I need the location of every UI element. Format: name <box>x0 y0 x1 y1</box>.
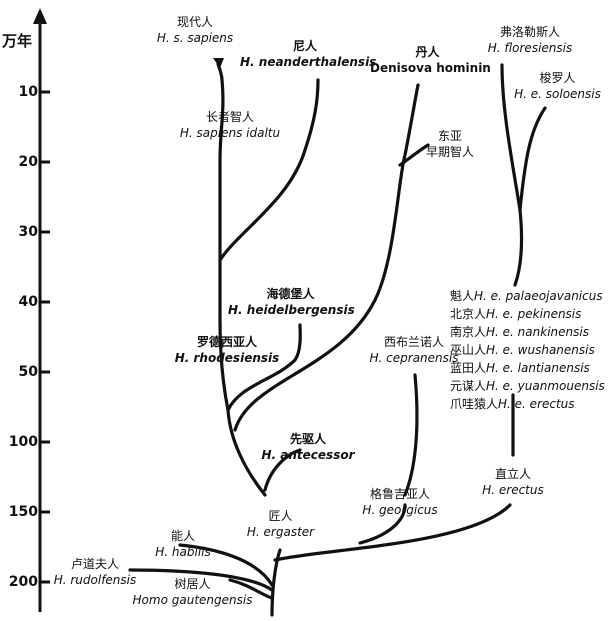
sapiens-arrowhead <box>213 58 224 68</box>
subspecies-item: 蓝田人H. e. lantianensis <box>450 361 590 375</box>
tick-label-10: 10 <box>18 84 38 100</box>
branch-root <box>270 548 282 617</box>
subspecies-item: 巫山人H. e. wushanensis <box>450 343 595 357</box>
tick-label-50: 50 <box>18 364 38 380</box>
subspecies-item: 爪哇猿人H. e. erectus <box>450 397 575 411</box>
branch-cepranensis <box>403 373 419 497</box>
branch-soloensis <box>518 106 547 212</box>
axis-arrowhead <box>33 8 47 24</box>
branch-denisova <box>233 83 420 432</box>
branch-asia-stem <box>513 208 524 287</box>
branch-georgicus <box>358 503 407 545</box>
branch-eastasia <box>398 143 430 167</box>
branch-erectus-main <box>273 503 512 562</box>
tick-label-40: 40 <box>18 294 38 310</box>
branch-antecessor <box>263 448 302 492</box>
branch-neanderthal <box>218 78 320 262</box>
branch-heidelbergensis <box>226 323 302 412</box>
branch-floresiensis <box>500 63 522 212</box>
subspecies-item: 元谋人H. e. yuanmouensis <box>450 379 605 393</box>
label-east-asia: 东亚早期智人 <box>425 129 474 159</box>
branch-sapiens <box>218 78 225 322</box>
axis-ticks <box>40 90 50 584</box>
erectus-subspecies-list: 魁人H. e. palaeojavanicus 北京人H. e. pekinen… <box>450 287 605 413</box>
branch-habilis <box>178 543 274 587</box>
subspecies-item: 北京人H. e. pekinensis <box>450 307 582 321</box>
subspecies-item: 魁人H. e. palaeojavanicus <box>450 289 603 303</box>
tick-label-100: 100 <box>8 434 38 450</box>
branches <box>128 58 547 617</box>
branch-gautengensis <box>228 578 274 600</box>
branch-ergaster <box>226 408 267 497</box>
tick-label-150: 150 <box>8 504 38 520</box>
tick-label-200: 200 <box>8 574 38 590</box>
branch-rhodesiensis <box>218 318 230 412</box>
tick-label-20: 20 <box>18 154 38 170</box>
subspecies-item: 南京人H. e. nankinensis <box>450 325 589 339</box>
axis-unit-label: 万年 <box>2 32 33 50</box>
branch-rudolfensis <box>128 568 274 592</box>
tick-label-30: 30 <box>18 224 38 240</box>
